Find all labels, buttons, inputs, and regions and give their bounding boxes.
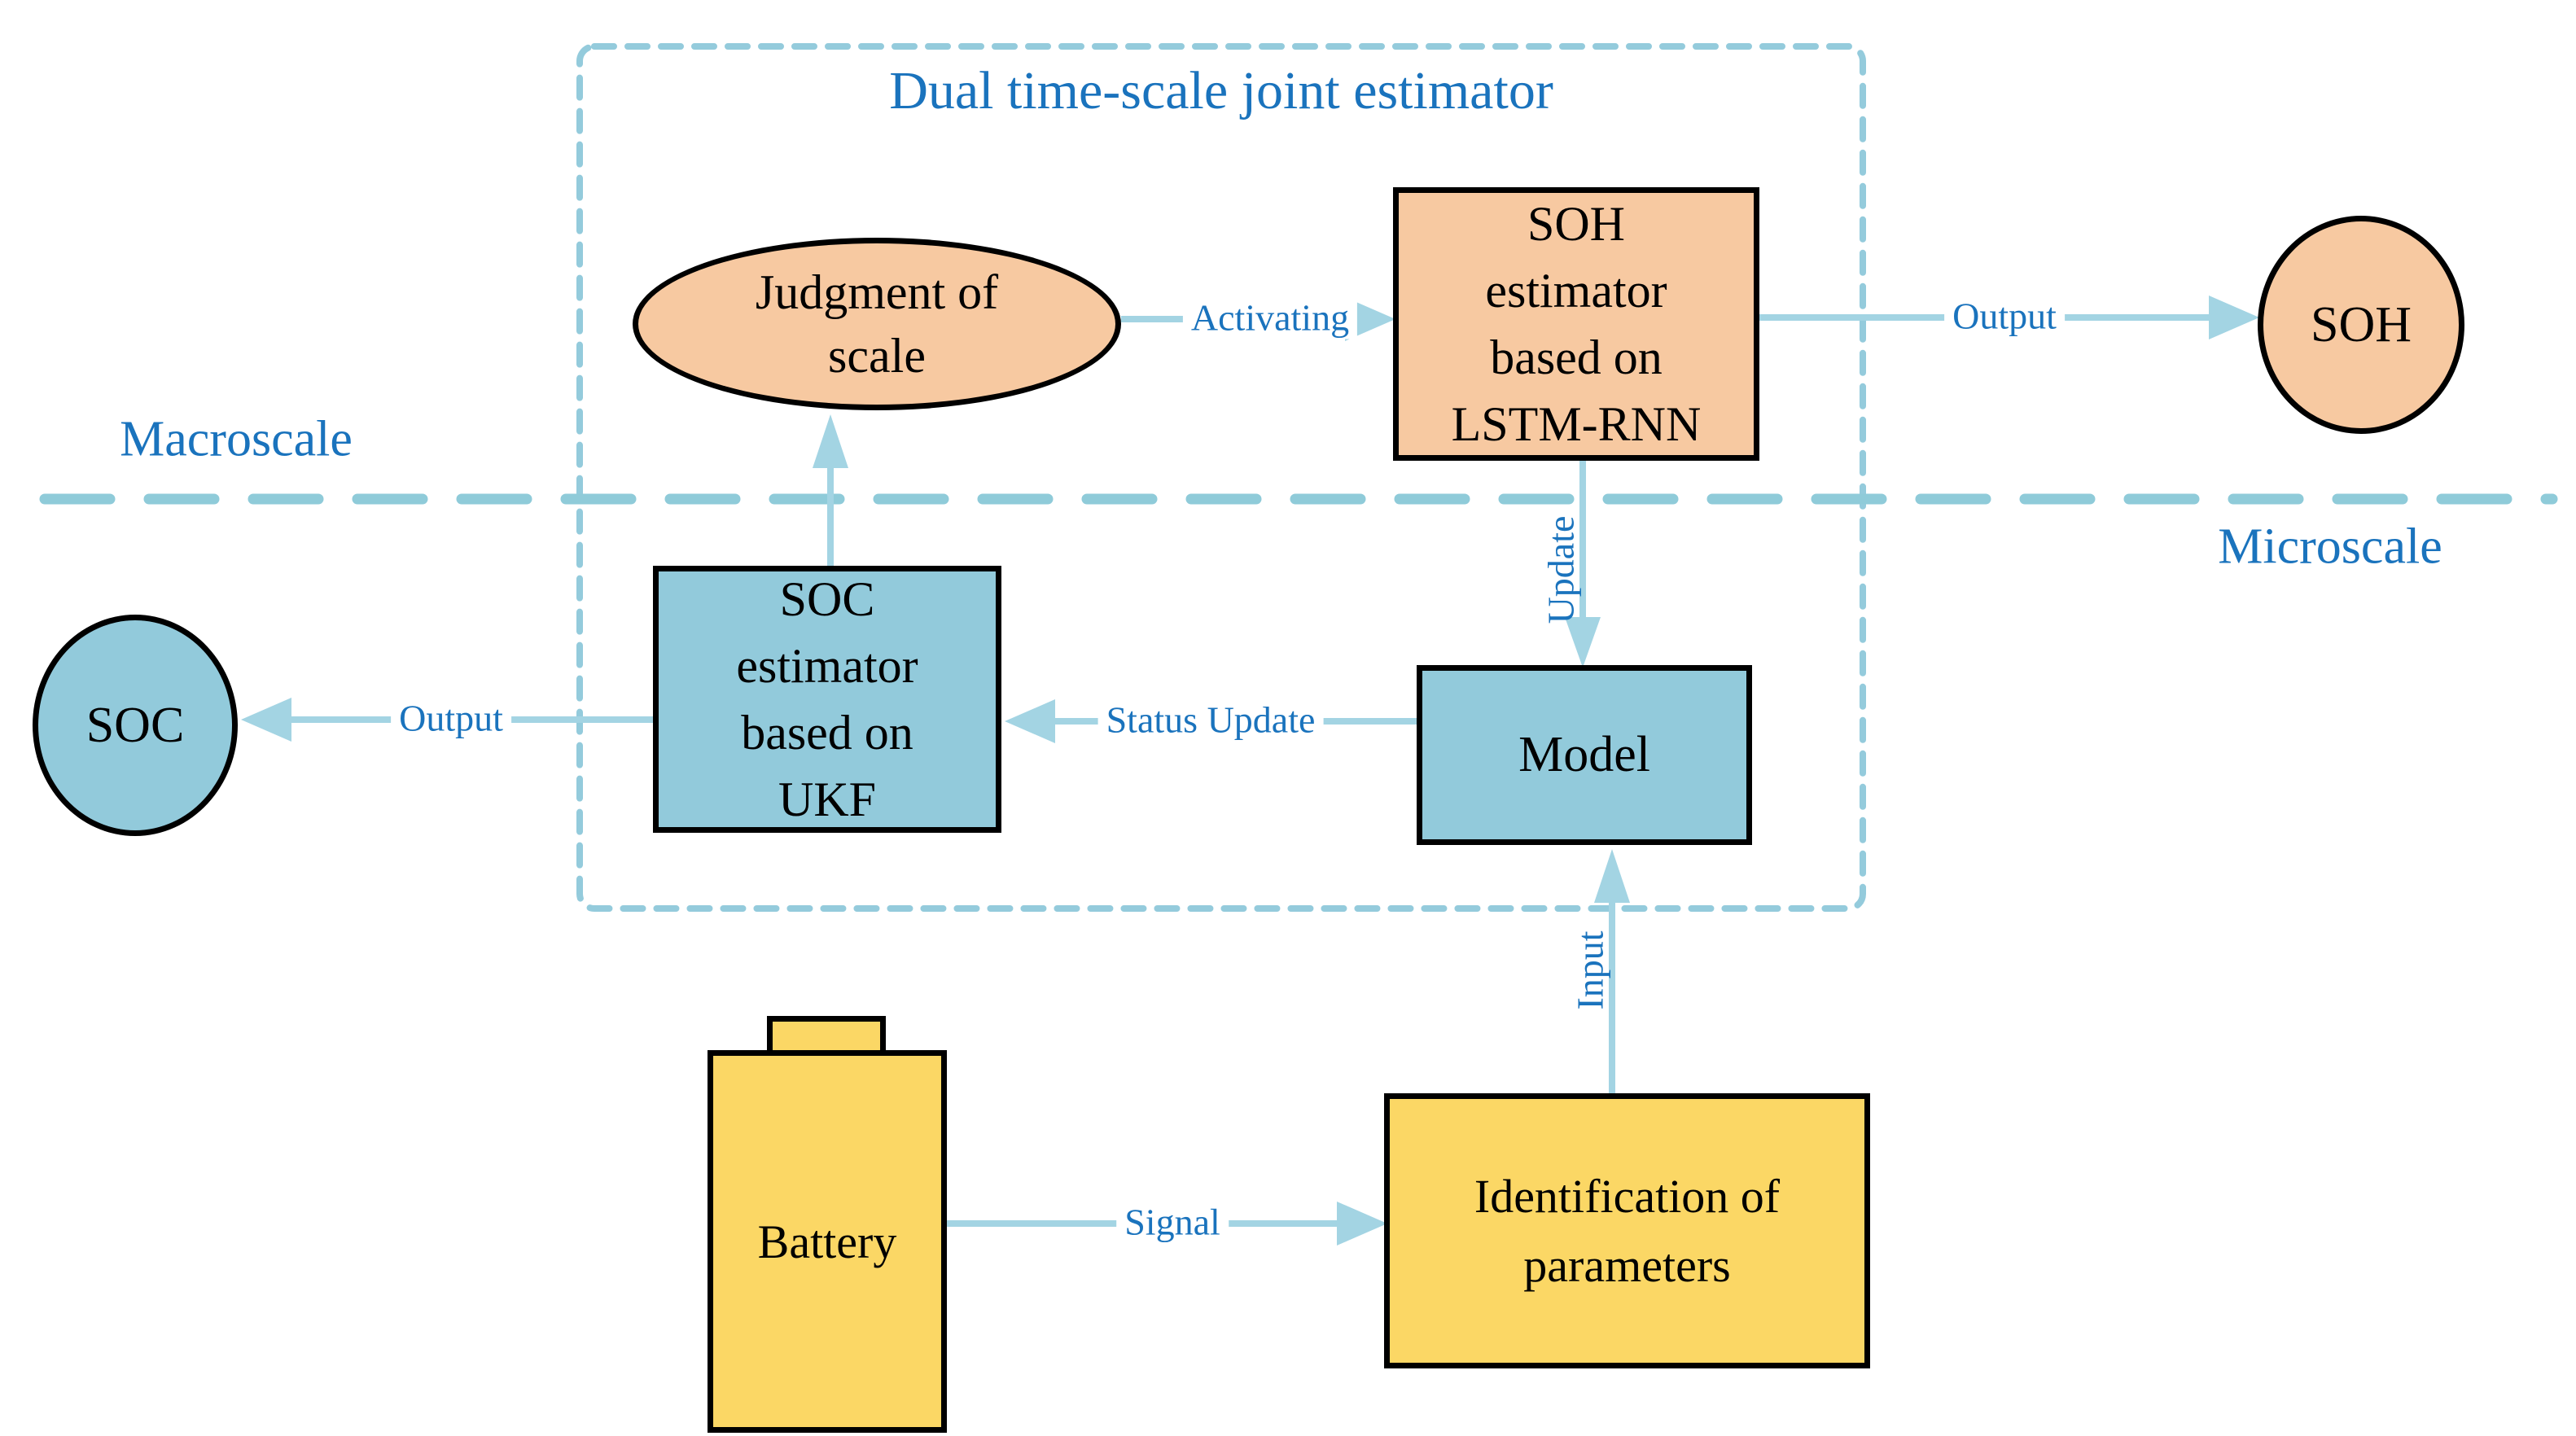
edge-judgment-arrowhead: [813, 414, 848, 468]
soh-output-label: SOH: [2310, 296, 2412, 352]
edge-soh-output-arrowhead: [2209, 296, 2259, 339]
edge-update-arrowhead: [1565, 617, 1601, 668]
edge-update-label: Update: [1540, 515, 1582, 624]
edge-signal-arrowhead: [1337, 1202, 1387, 1246]
microscale-label: Microscale: [2218, 519, 2442, 575]
edge-activating-arrowhead: [1345, 297, 1395, 341]
battery-label: Battery: [757, 1215, 897, 1268]
edge-input-label: Input: [1569, 930, 1611, 1010]
node-soc-output: SOC: [33, 615, 238, 836]
node-model: Model: [1417, 665, 1752, 845]
edge-soh-output-label: Output: [1944, 294, 2065, 338]
soc-output-label: SOC: [85, 697, 185, 753]
node-identification-of-parameters: Identification of parameters: [1384, 1093, 1870, 1368]
node-soh-output: SOH: [2258, 216, 2464, 434]
node-judgment-of-scale: Judgment of scale: [633, 238, 1121, 410]
soc-estimator-label: SOC estimator based on UKF: [736, 572, 918, 826]
node-battery: Battery: [708, 1050, 947, 1433]
judgment-of-scale-label: Judgment of scale: [755, 265, 999, 383]
soh-estimator-label: SOH estimator based on LSTM-RNN: [1451, 197, 1702, 451]
node-soh-estimator: SOH estimator based on LSTM-RNN: [1393, 187, 1759, 461]
identification-label: Identification of parameters: [1474, 1170, 1781, 1292]
model-label: Model: [1518, 727, 1650, 782]
edge-status-update-arrowhead: [1005, 699, 1055, 743]
dual-estimator-dashed-box: [576, 43, 1866, 912]
edge-signal-label: Signal: [1116, 1200, 1229, 1244]
edge-soc-output-label: Output: [391, 696, 511, 740]
dual-estimator-title: Dual time-scale joint estimator: [889, 61, 1553, 120]
edge-status-update-label: Status Update: [1097, 698, 1324, 742]
edge-activating-label: Activating: [1182, 296, 1358, 339]
edge-input-arrowhead: [1594, 849, 1630, 903]
node-soc-estimator: SOC estimator based on UKF: [653, 566, 1001, 833]
macroscale-label: Macroscale: [120, 411, 353, 467]
edge-soc-output-arrowhead: [241, 698, 291, 742]
